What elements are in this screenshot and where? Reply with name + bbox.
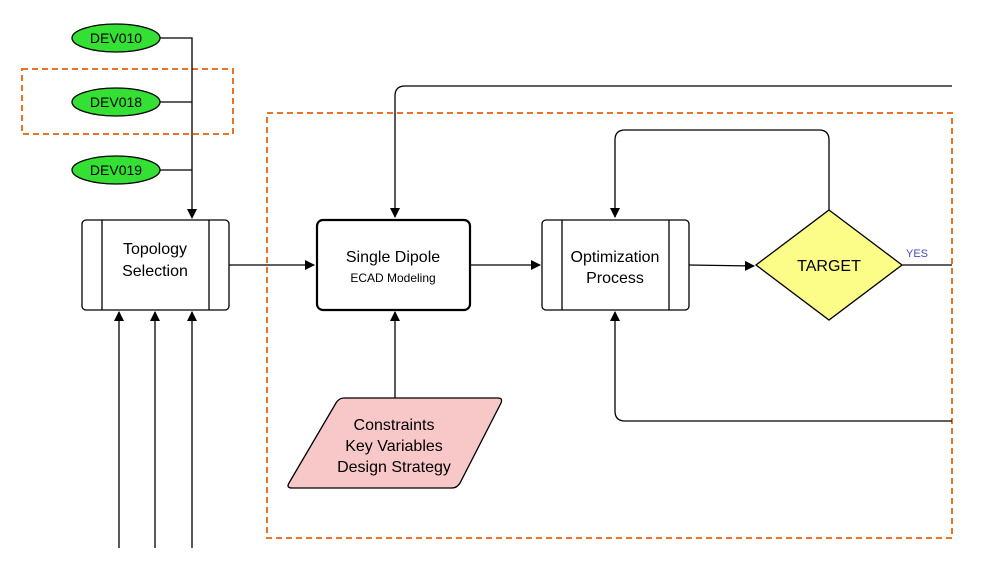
optimization-label-line2: Process [586,270,644,287]
device-dev018: DEV018 [71,87,161,117]
device-dev019: DEV019 [71,155,161,185]
topology-selection-node: Topology Selection [81,219,230,311]
constraints-line1: Constraints [354,417,435,434]
dipole-group-box [266,112,953,539]
constraints-line3: Design Strategy [337,459,451,476]
edge-optimization-to-target [688,260,755,271]
edge-feedback-top [390,85,952,218]
single-dipole-label: Single Dipole [346,249,440,266]
constraints-line2: Key Variables [345,438,443,455]
target-decision-node: TARGET [754,209,904,321]
constraints-node: Constraints Key Variables Design Strateg… [287,397,503,489]
yes-label: YES [906,248,928,260]
device-label: DEV018 [90,94,142,110]
edge-dev010-bus [160,37,197,219]
edge-bottom-loop [610,311,952,422]
topology-label-line1: Topology [123,241,187,258]
target-label: TARGET [797,258,861,275]
edge-target-loop [610,129,830,218]
optimization-process-node: Optimization Process [541,219,690,311]
optimization-label-line1: Optimization [571,249,660,266]
device-label: DEV010 [90,30,142,46]
dev018-highlight-box [21,68,234,135]
device-dev010: DEV010 [71,23,161,53]
single-dipole-node: Single Dipole ECAD Modeling [315,218,472,312]
device-label: DEV019 [90,162,142,178]
topology-label-line2: Selection [122,263,188,280]
ecad-modeling-label: ECAD Modeling [350,271,435,285]
